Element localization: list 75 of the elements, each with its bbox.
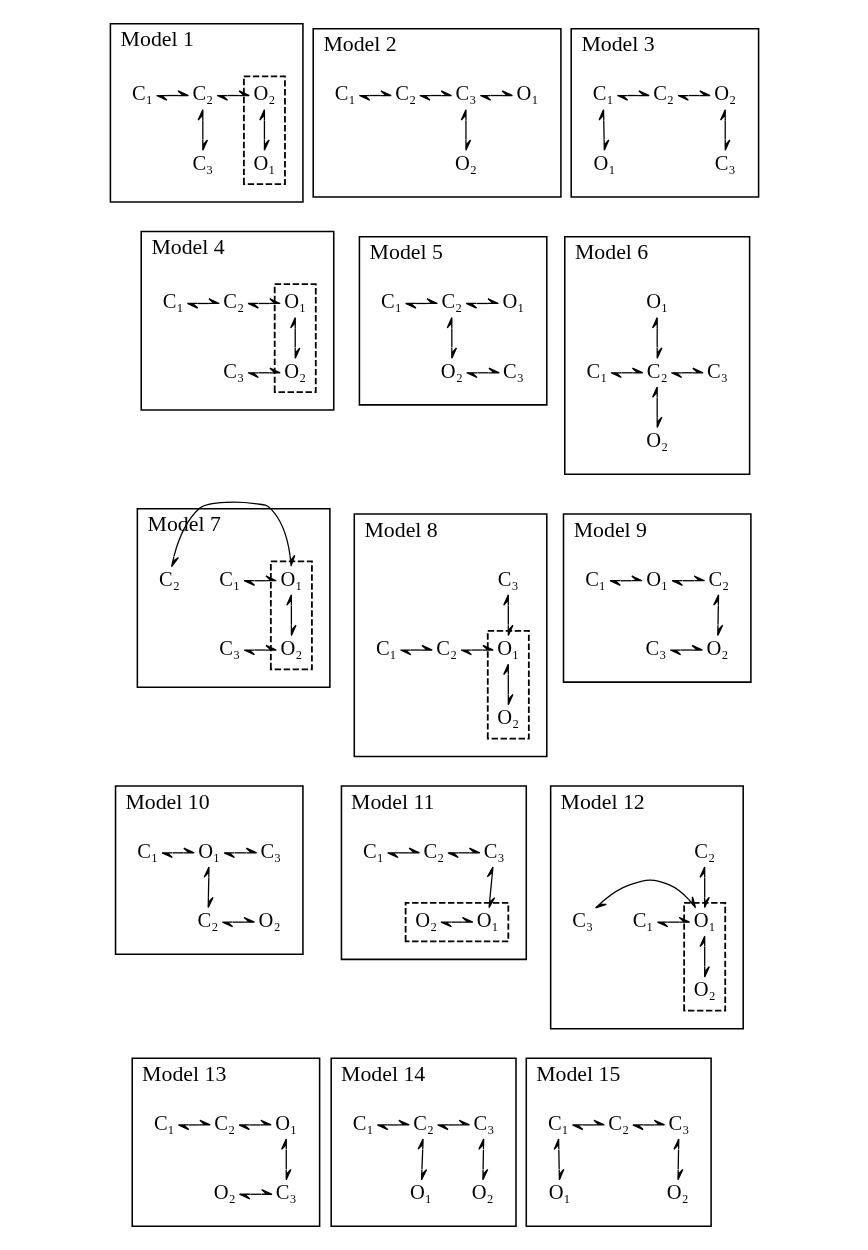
node-text: C₁ [380,290,402,313]
node-text: C₁ [362,839,384,862]
node-text: O₁ [693,909,716,932]
node-text: O₂ [666,1181,689,1204]
node-text: C₁ [352,1111,374,1134]
node-text: O₁ [516,82,539,105]
node-text: O₁ [645,567,668,590]
node-text: O₂ [645,428,668,451]
node-text: C₁ [153,1111,175,1134]
node-text: C₁ [584,567,606,590]
node-text: C₁ [632,909,653,932]
node-text: O₂ [496,706,519,729]
node-text: C₃ [714,151,736,174]
node-text: C₁ [136,839,158,862]
node-text: C₃ [571,909,593,932]
node-text: O₁ [501,290,524,313]
node-text: C₃ [218,636,240,659]
node-text: C₁ [585,359,607,382]
node-text: O₂ [414,909,437,932]
node-text: C₁ [334,82,356,105]
node-text: C₂ [693,839,715,862]
node-text: C₃ [455,82,476,105]
node-text: O₂ [471,1181,494,1204]
node-text: O₁ [548,1181,571,1204]
node-text: C₂ [197,909,218,932]
node-text: C₃ [483,839,505,862]
node-text: C₁ [218,567,240,590]
node-text: C₂ [707,567,729,590]
node-text: O₁ [283,290,306,313]
node-text: C₂ [422,839,444,862]
node-text: C₃ [259,839,281,862]
node-text: O₁ [279,567,302,590]
node-text: C₂ [222,290,244,313]
node-text: C₂ [607,1111,629,1134]
node-text: O₂ [283,359,306,382]
node-text: O₁ [409,1181,432,1204]
node-text: O₂ [258,909,281,932]
node-text: O₁ [252,151,275,174]
node-text: C₁ [375,636,397,659]
node-text: O₁ [496,636,519,659]
node-text: C₃ [644,636,666,659]
node-text: O₁ [197,839,220,862]
node-text: C₂ [435,636,457,659]
node-text: C₂ [652,82,674,105]
node-text: C₃ [668,1111,689,1134]
node-text: O₂ [440,359,463,382]
node-text: C₂ [213,1111,235,1134]
node-text: C₂ [191,82,213,105]
node-text: C₂ [158,567,180,590]
node-text: C₁ [592,82,614,105]
node-text: C₃ [706,359,728,382]
node-text: C₁ [131,82,153,105]
node-text: C₂ [440,290,462,313]
node-text: O₂ [279,636,302,659]
node-text: O₁ [593,151,616,174]
node-text: O₁ [476,909,499,932]
node-text: C₃ [191,151,213,174]
node-text: C₃ [472,1111,494,1134]
node-text: C₂ [394,82,416,105]
node-text: O₁ [274,1111,297,1134]
node-text: C₂ [646,359,668,382]
node-text: O₂ [454,151,477,174]
node-text: O₂ [713,82,736,105]
node-text: C₁ [162,290,184,313]
node-text: C₃ [222,359,244,382]
node-text: C₃ [502,359,524,382]
node-text: O₂ [252,82,275,105]
node-text: C₁ [547,1111,569,1134]
node-text: O₁ [645,290,668,313]
node-text: C₃ [497,567,519,590]
node-text: O₂ [706,636,729,659]
node-text: C₃ [275,1181,297,1204]
node-text: O₂ [213,1181,236,1204]
node-text: C₂ [412,1111,434,1134]
node-text: O₂ [693,978,716,1001]
